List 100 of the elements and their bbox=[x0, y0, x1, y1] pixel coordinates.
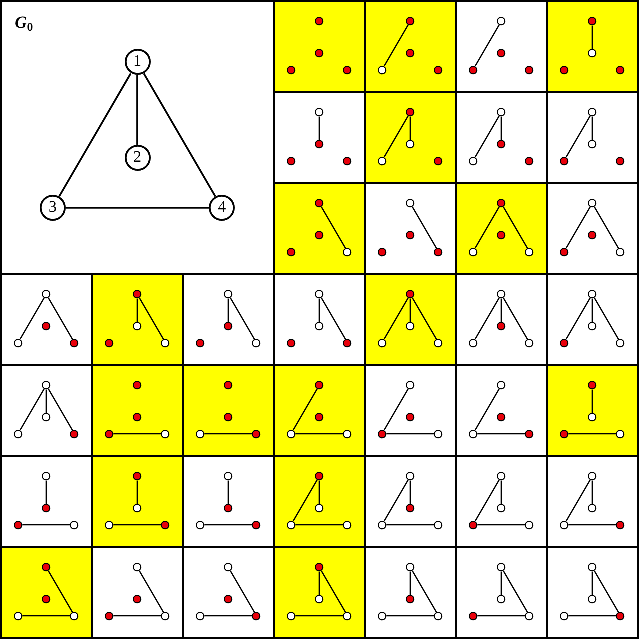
vertex-dot bbox=[560, 430, 569, 438]
edge-line bbox=[296, 615, 344, 617]
vertex-dot bbox=[252, 612, 262, 620]
vertex-dot bbox=[468, 612, 478, 620]
vertex-dot bbox=[378, 430, 387, 438]
vertex-dot bbox=[525, 156, 534, 166]
vertex-dot bbox=[224, 472, 233, 481]
edge-line bbox=[592, 298, 594, 322]
vertex-dot bbox=[497, 412, 506, 422]
edge-line bbox=[410, 298, 412, 322]
vertex-dot bbox=[315, 322, 324, 331]
vertex-dot bbox=[104, 338, 114, 348]
graph-tile bbox=[183, 456, 274, 547]
vertex-dot bbox=[286, 430, 296, 438]
vertex-dot bbox=[196, 338, 205, 348]
vertex-dot bbox=[616, 338, 626, 348]
edge-line bbox=[386, 615, 434, 617]
vertex-dot bbox=[104, 520, 114, 530]
vertex-dot bbox=[434, 338, 444, 348]
vertex-dot bbox=[588, 594, 597, 604]
edge-line bbox=[500, 480, 502, 504]
vertex-dot bbox=[70, 520, 80, 530]
edge-line bbox=[136, 480, 138, 504]
vertex-dot bbox=[588, 108, 597, 117]
edge-line bbox=[321, 570, 346, 613]
edge-line bbox=[114, 615, 162, 617]
vertex-dot bbox=[616, 612, 626, 620]
vertex-dot bbox=[560, 338, 569, 348]
edge-line bbox=[410, 572, 412, 595]
graph-tile bbox=[274, 365, 365, 456]
vertex-dot bbox=[588, 290, 597, 299]
vertex-dot bbox=[315, 412, 324, 422]
vertex-dot bbox=[525, 520, 534, 530]
vertex-dot bbox=[42, 504, 51, 513]
edge-line bbox=[500, 572, 502, 595]
vertex-dot bbox=[588, 563, 597, 572]
vertex-dot bbox=[14, 430, 23, 438]
vertex-dot bbox=[497, 140, 506, 149]
edge-line bbox=[566, 298, 591, 340]
edge-line bbox=[136, 298, 138, 322]
vertex-dot bbox=[161, 520, 170, 530]
edge-line bbox=[384, 24, 409, 67]
edge-line bbox=[114, 433, 162, 435]
vertex-dot bbox=[497, 594, 506, 604]
vertex-dot bbox=[378, 66, 387, 74]
graph-tile bbox=[456, 1, 547, 92]
vertex-dot bbox=[133, 472, 142, 481]
vertex-dot bbox=[406, 594, 415, 604]
graph-tile bbox=[456, 456, 547, 547]
vertex-dot bbox=[14, 338, 23, 348]
graph-tile bbox=[547, 365, 638, 456]
edge-line bbox=[204, 433, 252, 435]
vertex-dot bbox=[616, 520, 626, 530]
vertex-dot bbox=[133, 504, 142, 513]
edge-line bbox=[22, 524, 70, 526]
vertex-dot bbox=[343, 66, 352, 74]
edge-line bbox=[568, 524, 616, 526]
vertex-dot bbox=[42, 594, 51, 604]
vertex-dot bbox=[104, 430, 114, 438]
vertex-dot bbox=[224, 381, 233, 390]
graph-tile bbox=[547, 1, 638, 92]
edge-line bbox=[592, 572, 594, 595]
edge-line bbox=[20, 298, 45, 340]
graph-tile bbox=[183, 547, 274, 638]
edge-line bbox=[410, 116, 412, 140]
vertex-dot bbox=[42, 412, 51, 422]
vertex-dot bbox=[497, 472, 506, 481]
graph-tile bbox=[183, 274, 274, 365]
vertex-dot bbox=[315, 48, 324, 58]
edge-line bbox=[296, 433, 344, 435]
edge-line bbox=[46, 390, 48, 413]
edge-line bbox=[410, 480, 412, 504]
edge-line bbox=[503, 206, 528, 249]
graph-tile bbox=[547, 92, 638, 183]
edge-line bbox=[48, 298, 74, 340]
vertex-dot bbox=[468, 66, 478, 74]
graph-tile bbox=[547, 456, 638, 547]
vertex-circle: 4 bbox=[209, 194, 236, 221]
edge-line bbox=[22, 615, 70, 617]
vertex-dot bbox=[434, 520, 444, 530]
graph-tile bbox=[456, 547, 547, 638]
vertex-dot bbox=[161, 338, 170, 348]
vertex-dot bbox=[315, 504, 324, 513]
vertex-dot bbox=[406, 322, 415, 331]
vertex-dot bbox=[378, 612, 387, 620]
edge-line bbox=[566, 206, 591, 249]
vertex-dot bbox=[14, 612, 23, 620]
vertex-dot bbox=[588, 472, 597, 481]
vertex-dot bbox=[343, 430, 352, 438]
edge-line bbox=[321, 298, 346, 340]
graph-tile bbox=[456, 183, 547, 274]
edge-line bbox=[292, 388, 318, 431]
vertex-dot bbox=[497, 504, 506, 513]
graph-tile bbox=[92, 365, 183, 456]
vertex-dot bbox=[196, 520, 205, 530]
vertex-dot bbox=[525, 612, 534, 620]
vertex-dot bbox=[133, 412, 142, 422]
edge-line bbox=[592, 390, 594, 413]
vertex-dot bbox=[378, 248, 387, 256]
edge-line bbox=[318, 480, 320, 504]
